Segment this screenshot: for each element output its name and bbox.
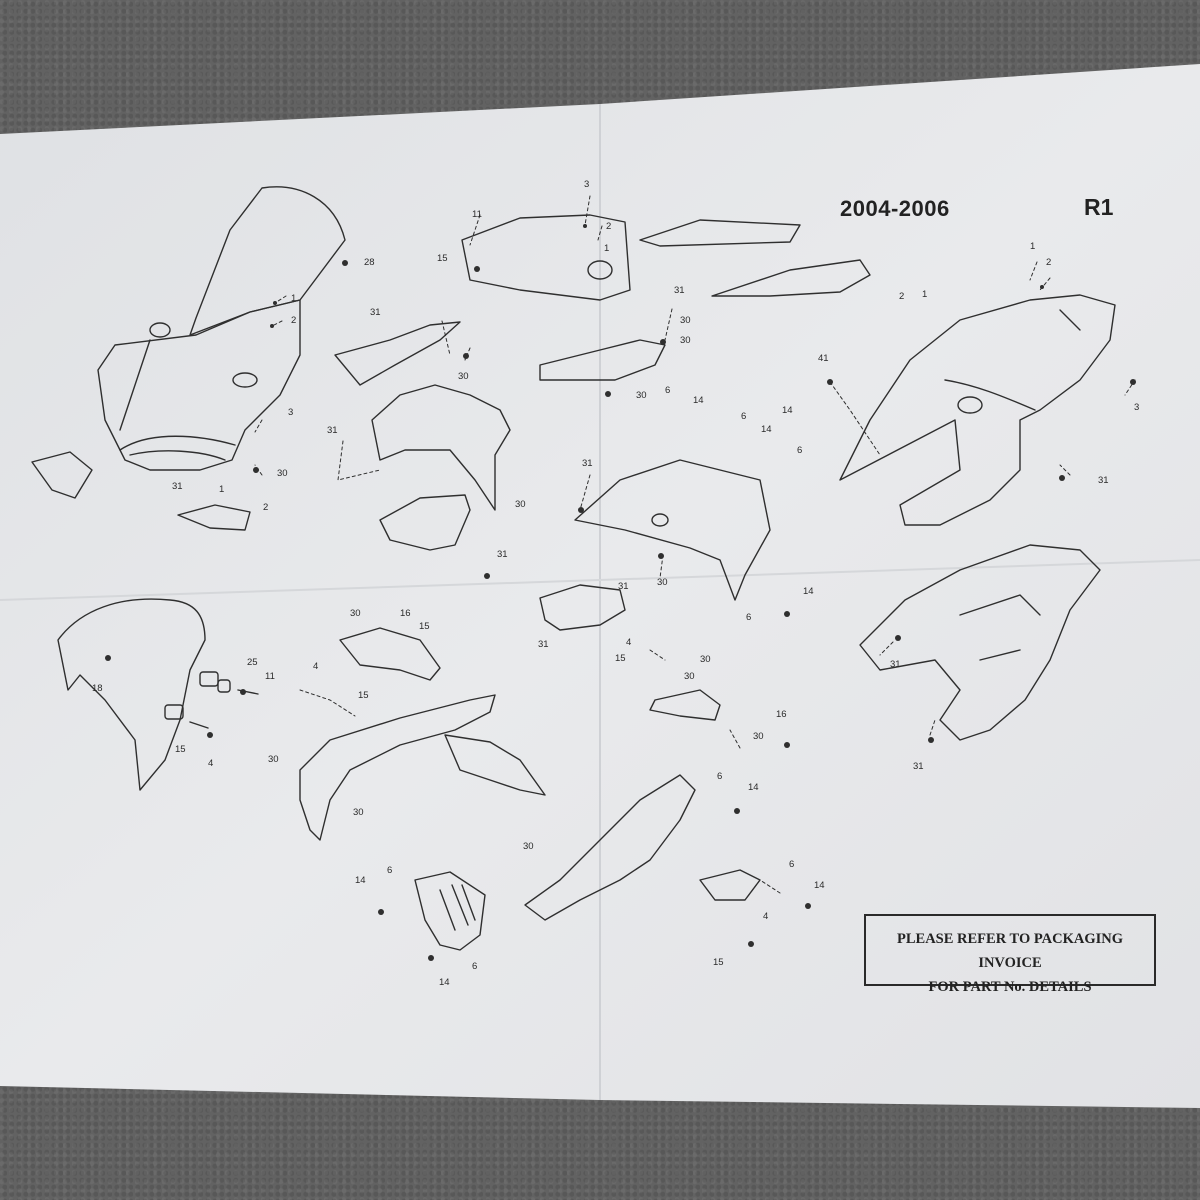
air-duct-part (339, 627, 441, 681)
bracket-mid-part (539, 584, 626, 631)
tail-section-part (839, 294, 1116, 526)
callout-label: 2 (291, 315, 297, 326)
callout-label: 15 (615, 653, 626, 664)
callout-label: 6 (387, 865, 393, 876)
callout-label: 30 (350, 608, 361, 619)
spacer-parts (164, 671, 259, 729)
callout-label: 1 (219, 484, 225, 495)
callout-label: 4 (626, 637, 632, 648)
callout-label: 2 (899, 291, 905, 302)
callout-label: 6 (665, 385, 671, 396)
callout-label: 31 (538, 639, 549, 650)
model-name: R1 (1084, 194, 1114, 220)
callout-label: 31 (327, 425, 338, 436)
lower-bracket-part (699, 869, 761, 901)
upper-cowl-part (97, 186, 346, 471)
callout-label: 31 (890, 659, 901, 670)
callout-label: 1 (604, 243, 610, 254)
callout-label: 6 (717, 771, 723, 782)
callout-label: 14 (748, 782, 759, 793)
callout-label: 14 (814, 880, 825, 891)
callout-label: 14 (782, 405, 793, 416)
callout-label: 30 (277, 468, 288, 479)
chin-spoiler-part (414, 871, 486, 951)
callout-label: 15 (419, 621, 430, 632)
mirror-mount-part (31, 451, 93, 499)
callout-label: 41 (818, 353, 829, 364)
undertray-part (859, 544, 1101, 741)
callout-label: 30 (353, 807, 364, 818)
callout-label: 6 (472, 961, 478, 972)
leader-lines (254, 195, 1136, 901)
callout-label: 11 (472, 209, 482, 220)
callout-label: 6 (741, 411, 747, 422)
callout-label: 11 (265, 671, 275, 682)
inner-panel-part (539, 339, 666, 381)
callout-label: 30 (523, 841, 534, 852)
callout-label: 31 (674, 285, 685, 296)
callout-label: 31 (618, 581, 629, 592)
callout-label: 4 (763, 911, 769, 922)
note-line-2: FOR PART No. DETAILS (928, 979, 1092, 995)
callout-label: 31 (582, 458, 593, 469)
callout-label: 31 (370, 307, 381, 318)
callout-label: 30 (680, 315, 691, 326)
callout-label: 3 (288, 407, 294, 418)
callout-label: 31 (172, 481, 183, 492)
callout-label: 2 (1046, 257, 1052, 268)
callout-label: 14 (693, 395, 704, 406)
callout-label: 2 (263, 502, 269, 513)
callout-label: 30 (753, 731, 764, 742)
callout-label: 1 (291, 293, 297, 304)
callout-label: 2 (606, 221, 612, 232)
callout-label: 6 (746, 612, 752, 623)
callout-label: 4 (208, 758, 214, 769)
callout-label: 6 (797, 445, 803, 456)
callout-label: 30 (680, 335, 691, 346)
callout-label: 1 (922, 289, 928, 300)
year-range: 2004-2006 (840, 196, 950, 221)
callout-label: 16 (776, 709, 787, 720)
callout-label: 6 (789, 859, 795, 870)
callout-label: 31 (1098, 475, 1109, 486)
callout-label: 28 (364, 257, 375, 268)
lower-side-part (379, 494, 471, 551)
callout-label: 14 (439, 977, 450, 988)
mid-fairing-part (574, 459, 771, 601)
callout-label: 4 (313, 661, 319, 672)
side-trim-part (639, 219, 871, 297)
callout-label: 31 (497, 549, 508, 560)
callout-label: 30 (636, 390, 647, 401)
callout-label: 30 (684, 671, 695, 682)
callout-label: 15 (713, 957, 724, 968)
invoice-note-box: PLEASE REFER TO PACKAGING INVOICE FOR PA… (864, 914, 1156, 995)
callout-label: 15 (175, 744, 186, 755)
callout-label: 25 (247, 657, 258, 668)
belly-pan-right-part (524, 689, 721, 921)
callout-label: 30 (458, 371, 469, 382)
callout-label: 31 (913, 761, 924, 772)
callout-label: 16 (400, 608, 411, 619)
callout-label: 3 (1134, 402, 1140, 413)
callout-label: 15 (358, 690, 369, 701)
callout-label: 15 (437, 253, 448, 264)
callout-label: 30 (268, 754, 279, 765)
belly-pan-left-part (299, 694, 546, 841)
side-panel-part (334, 321, 511, 511)
front-fender-part (57, 598, 206, 791)
callout-label: 30 (515, 499, 526, 510)
callout-label: 30 (700, 654, 711, 665)
callout-label: 30 (657, 577, 668, 588)
hardware-dots (105, 224, 1136, 961)
callout-label: 1 (1030, 241, 1036, 252)
small-bracket-part (177, 504, 251, 531)
callout-label: 14 (355, 875, 366, 886)
callout-label: 14 (761, 424, 772, 435)
callout-label: 14 (803, 586, 814, 597)
tank-cover-part (461, 214, 631, 301)
callout-label: 3 (584, 179, 590, 190)
callout-label: 18 (92, 683, 103, 694)
note-line-1: PLEASE REFER TO PACKAGING INVOICE (897, 931, 1123, 971)
